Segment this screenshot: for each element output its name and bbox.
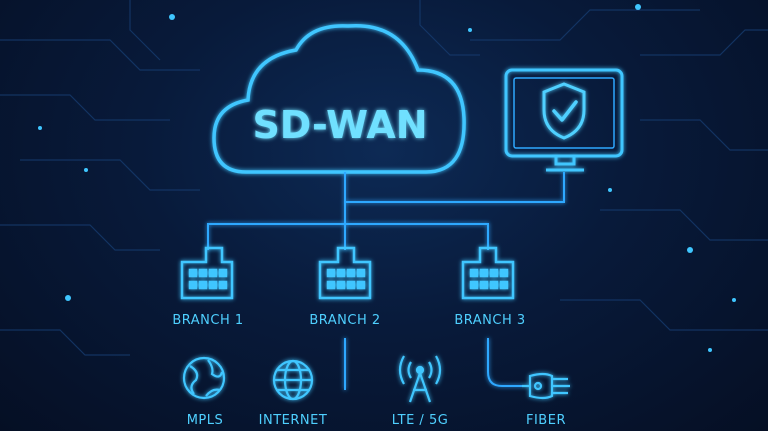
globe-grid-icon	[272, 359, 314, 401]
security-monitor	[504, 68, 624, 172]
monitor-icon	[504, 68, 624, 158]
building-icon	[318, 246, 372, 300]
transport-mpls: MPLS	[182, 356, 226, 428]
circuit-traces	[0, 0, 768, 356]
branch-3-node: BRANCH 3	[454, 246, 525, 328]
transport-lte: LTE / 5G	[392, 355, 449, 428]
branch-3-label: BRANCH 3	[454, 313, 525, 328]
cloud-icon	[212, 23, 466, 174]
transport-fiber-label: FIBER	[526, 413, 566, 428]
branch-2-label: BRANCH 2	[309, 313, 380, 328]
branch-1-node: BRANCH 1	[172, 246, 243, 328]
transport-internet: INTERNET	[259, 359, 328, 428]
branch-2-node: BRANCH 2	[309, 246, 380, 328]
building-icon	[180, 246, 234, 300]
cell-tower-icon	[398, 355, 442, 403]
transport-mpls-label: MPLS	[187, 413, 224, 428]
diagram-title: SD-WAN	[252, 103, 427, 147]
building-icon	[461, 246, 515, 300]
fiber-connector-icon	[522, 372, 570, 400]
globe-icon	[182, 356, 226, 400]
background-dots	[38, 4, 736, 352]
sd-wan-cloud: SD-WAN	[212, 23, 466, 174]
transport-internet-label: INTERNET	[259, 413, 328, 428]
transport-lte-label: LTE / 5G	[392, 413, 449, 428]
network-links	[207, 172, 565, 390]
shield-check-icon	[542, 82, 586, 140]
transport-fiber: FIBER	[522, 372, 570, 428]
branch-1-label: BRANCH 1	[172, 313, 243, 328]
